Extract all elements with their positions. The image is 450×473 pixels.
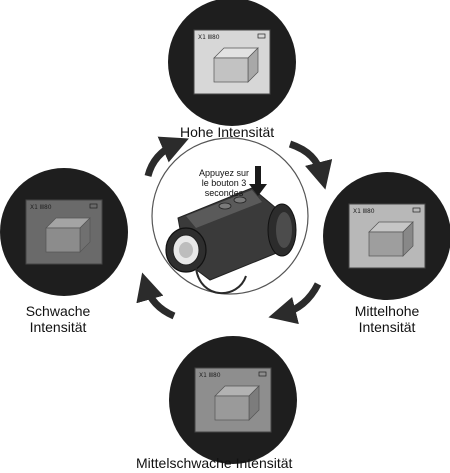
battery-icon-left: [89, 203, 98, 209]
hud-text-top: X1 Ⅲ80: [198, 34, 220, 41]
instruction-line-3: secondes: [204, 188, 244, 198]
hud-text-bottom: X1 Ⅲ80: [199, 372, 221, 379]
cube-front-right: [368, 231, 404, 257]
label-medium-high-line-1: Mittelhohe: [354, 303, 420, 319]
mode-disc-bottom: X1 Ⅲ80: [169, 336, 297, 464]
night-vision-device: [165, 166, 297, 294]
arrow-top-to-right: [288, 140, 333, 190]
hud-text-right: X1 Ⅲ80: [353, 208, 375, 215]
label-medium-high-line-2: Intensität: [358, 319, 416, 335]
label-low-line-1: Schwache: [25, 303, 91, 319]
label-high-intensity: Hohe Intensität: [180, 124, 275, 140]
battery-icon-bottom: [258, 371, 267, 377]
arrow-right-to-bottom: [268, 282, 322, 325]
arrow-left-to-top: [144, 136, 189, 177]
battery-icon-right: [412, 207, 421, 213]
cube-front-left: [45, 227, 81, 253]
mode-disc-left: X1 Ⅲ80: [0, 168, 128, 296]
cube-front-top: [213, 57, 249, 83]
instruction-line-2: le bouton 3: [201, 178, 247, 188]
instruction-line-1: Appuyez sur: [198, 168, 250, 178]
label-medium-low-intensity: Mittelschwache Intensität: [136, 455, 293, 471]
mode-disc-top: X1 Ⅲ80: [168, 0, 296, 126]
label-low-intensity: Schwache Intensität: [16, 303, 100, 335]
hud-text-left: X1 Ⅲ80: [30, 204, 52, 211]
cycle-arrows: [136, 136, 333, 325]
instruction-note: Appuyez sur le bouton 3 secondes: [189, 168, 259, 198]
battery-icon-top: [257, 33, 266, 39]
mode-disc-right: X1 Ⅲ80: [323, 172, 450, 300]
arrow-bottom-to-left: [136, 272, 176, 320]
label-low-line-2: Intensität: [29, 319, 87, 335]
cube-front-bottom: [214, 395, 250, 421]
label-medium-high-intensity: Mittelhohe Intensität: [347, 303, 427, 335]
